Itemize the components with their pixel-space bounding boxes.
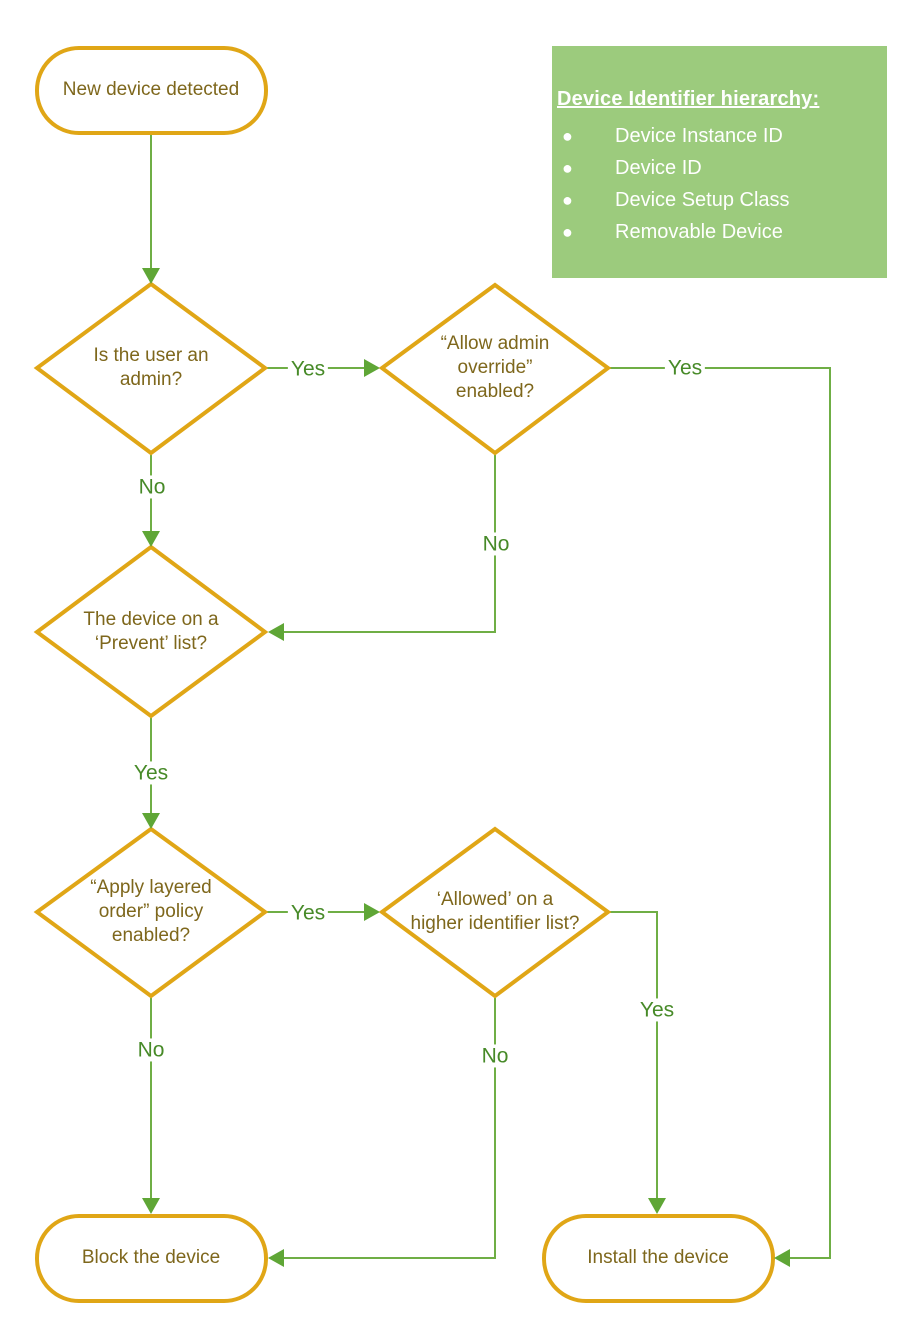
decision-layered-shape [33,826,269,999]
arrow-down-into-block [142,1198,160,1214]
arrow-left-into-block [268,1249,284,1267]
legend-title: Device Identifier hierarchy: [557,88,820,110]
legend-item: ● Device Setup Class [552,184,887,216]
arrow-down-into-admin [142,268,160,284]
bullet-icon: ● [562,158,573,178]
legend-item: ● Removable Device [552,216,887,248]
decision-override-shape [378,282,612,456]
arrow-down-into-layered [142,813,160,829]
connector-allowed-no-to-block [284,998,496,1259]
edge-label-layered-yes: Yes [287,901,329,925]
decision-override-label: “Allow admin override” enabled? [440,333,550,402]
start-node-shape [35,46,268,135]
arrow-right-into-override [364,359,380,377]
device-identifier-legend: Device Identifier hierarchy: ● Device In… [552,46,887,278]
bullet-icon: ● [562,190,573,210]
edge-label-override-yes: Yes [664,356,706,380]
edge-label-prevent-yes: Yes [130,761,172,785]
start-node-label: New device detected [62,79,240,101]
decision-layered-label: “Apply layered order” policy enabled? [90,877,212,946]
edge-label-allowed-yes: Yes [636,998,678,1022]
decision-admin-label: Is the user an admin? [93,345,209,390]
edge-label-layered-no: No [134,1038,168,1062]
legend-item: ● Device Instance ID [552,120,887,152]
arrow-left-into-prevent [268,623,284,641]
legend-item-label: Device ID [615,156,702,179]
bullet-icon: ● [562,126,573,146]
decision-admin-shape [33,281,269,456]
bullet-icon: ● [562,222,573,242]
block-node-shape [35,1214,268,1303]
arrow-down-into-install [648,1198,666,1214]
install-node-label: Install the device [587,1247,729,1269]
legend-item-label: Removable Device [615,220,783,243]
legend-item-label: Device Setup Class [615,188,790,211]
arrow-right-into-allowed [364,903,380,921]
decision-prevent-label: The device on a ‘Prevent’ list? [83,609,219,654]
arrow-left-into-install [774,1249,790,1267]
legend-item-label: Device Instance ID [615,124,783,147]
edge-label-admin-no: No [135,475,169,499]
decision-prevent-shape [33,544,269,719]
edge-label-override-no: No [479,532,513,556]
install-node-shape [542,1214,775,1303]
arrowheads [142,268,790,1267]
connector-override-yes-to-install [610,367,831,1259]
edge-label-admin-yes: Yes [287,357,329,381]
connector-override-no-to-prevent [284,455,496,633]
block-node-label: Block the device [81,1247,221,1269]
legend-list: ● Device Instance ID ● Device ID ● Devic… [552,120,887,248]
flowchart-shapes [33,46,775,1303]
arrow-down-into-prevent [142,531,160,547]
legend-item: ● Device ID [552,152,887,184]
edge-label-allowed-no: No [478,1044,512,1068]
connector-allowed-yes-to-install [610,911,658,1199]
decision-allowed-label: ‘Allowed’ on a higher identifier list? [410,889,580,934]
decision-allowed-shape [378,826,612,999]
